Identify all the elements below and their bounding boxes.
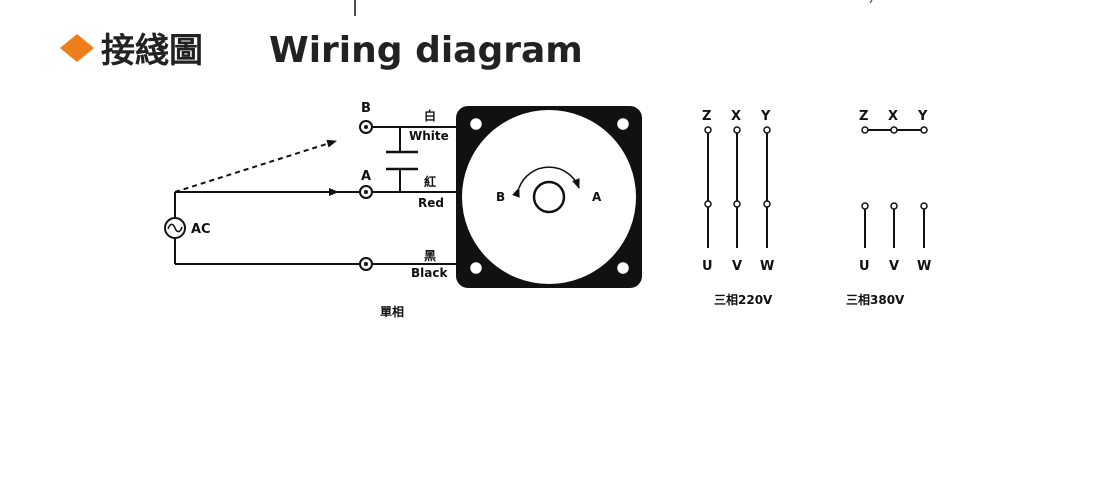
terminal-a bbox=[359, 185, 373, 199]
winding-v-380 bbox=[890, 202, 898, 248]
terminal-z-220: Z bbox=[702, 109, 711, 124]
white-label-cn: 白 bbox=[424, 108, 436, 123]
three-phase-220-caption: 三相220V bbox=[714, 292, 773, 307]
terminal-v-380: V bbox=[889, 259, 899, 274]
terminal-v-220: V bbox=[732, 259, 742, 274]
winding-w-380 bbox=[920, 202, 928, 248]
terminal-black bbox=[359, 257, 373, 271]
black-label-en: Black bbox=[411, 266, 448, 280]
diamond-icon bbox=[60, 34, 94, 62]
black-label-cn: 黑 bbox=[424, 249, 436, 263]
terminal-x-380: X bbox=[888, 109, 898, 124]
top-edge-mark-right bbox=[869, 0, 873, 4]
three-phase-220-diagram: Z X Y U V W 三相220V bbox=[702, 109, 774, 307]
red-label-cn: 紅 bbox=[424, 174, 436, 189]
page-header: 接綫圖 Wiring diagram bbox=[60, 30, 583, 71]
terminal-x-220: X bbox=[731, 109, 741, 124]
terminal-b bbox=[359, 120, 373, 134]
white-label-en: White bbox=[409, 129, 449, 143]
three-phase-380-caption: 三相380V bbox=[846, 292, 905, 307]
terminal-u-220: U bbox=[702, 259, 713, 274]
dashed-switch-wire bbox=[174, 139, 337, 193]
ac-wave-icon bbox=[167, 223, 183, 233]
rotation-arrow-icon bbox=[512, 166, 580, 198]
motor-shaft bbox=[532, 180, 566, 214]
star-link-380 bbox=[861, 126, 928, 134]
mount-hole-bl bbox=[467, 259, 485, 277]
mount-hole-br bbox=[614, 259, 632, 277]
winding-u-380 bbox=[861, 202, 869, 248]
single-phase-caption: 單相 bbox=[380, 304, 404, 319]
single-phase-diagram: AC B A 白 White 紅 Red bbox=[164, 101, 458, 319]
rotation-label-b: B bbox=[496, 190, 505, 204]
terminal-w-380: W bbox=[917, 259, 931, 274]
winding-y-w-220 bbox=[763, 126, 771, 248]
ac-label: AC bbox=[191, 222, 211, 237]
terminal-y-380: Y bbox=[917, 109, 928, 124]
mount-hole-tr bbox=[614, 115, 632, 133]
terminal-b-label: B bbox=[361, 101, 371, 116]
capacitor-icon bbox=[386, 127, 418, 192]
winding-x-v-220 bbox=[733, 126, 741, 248]
rotation-label-a: A bbox=[592, 190, 602, 204]
title-chinese: 接綫圖 bbox=[101, 31, 203, 71]
three-phase-380-diagram: Z X Y U V W 三相380V bbox=[846, 109, 931, 307]
terminal-y-220: Y bbox=[760, 109, 771, 124]
mount-hole-tl bbox=[467, 115, 485, 133]
red-label-en: Red bbox=[418, 196, 444, 210]
motor-face: B A bbox=[456, 106, 642, 288]
terminal-z-380: Z bbox=[859, 109, 868, 124]
title-english: Wiring diagram bbox=[269, 30, 583, 71]
terminal-a-label: A bbox=[361, 169, 371, 184]
winding-z-u-220 bbox=[704, 126, 712, 248]
terminal-u-380: U bbox=[859, 259, 870, 274]
terminal-w-220: W bbox=[760, 259, 774, 274]
